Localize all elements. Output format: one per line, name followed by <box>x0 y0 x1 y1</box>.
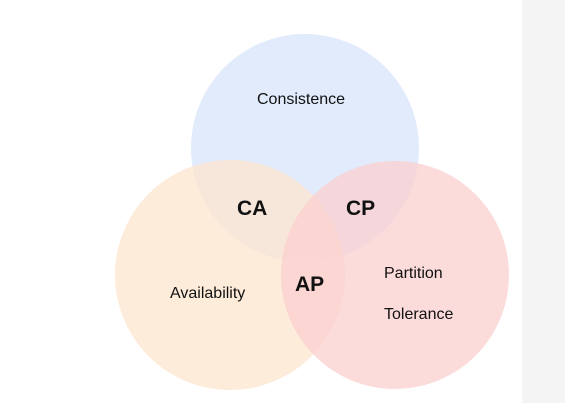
cp-overlap-label: CP <box>346 197 376 220</box>
right-edge-strip <box>522 0 565 403</box>
ap-overlap-label: AP <box>295 273 325 296</box>
tolerance-label: Tolerance <box>384 306 454 323</box>
ca-overlap-label: CA <box>237 197 268 220</box>
consistence-label: Consistence <box>257 91 346 108</box>
availability-label: Availability <box>170 285 246 302</box>
availability-circle <box>115 160 345 390</box>
partition-label: Partition <box>384 265 443 282</box>
partition-tolerance-circle <box>281 161 509 389</box>
